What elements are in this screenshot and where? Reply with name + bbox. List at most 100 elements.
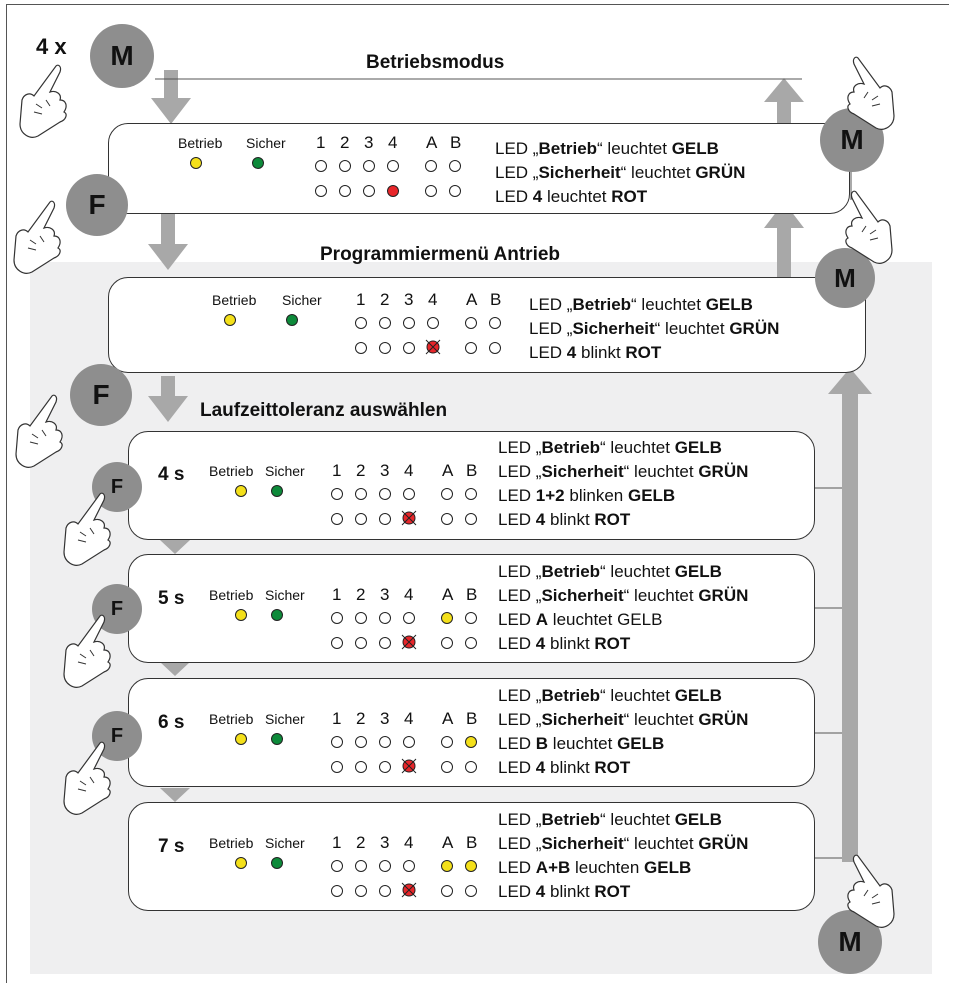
led-number-1: 1 — [316, 133, 326, 152]
led-3-row1 — [379, 488, 391, 500]
option-6-desc-line-3: LED B leuchtet GELB — [498, 734, 665, 753]
led-a-row2 — [441, 761, 453, 773]
option-5-desc-line-4: LED 4 blinkt ROT — [498, 634, 631, 653]
led-2-row1 — [339, 160, 351, 172]
led-2-row1 — [355, 860, 367, 872]
led-a-row2 — [441, 637, 453, 649]
led-1-row2 — [355, 342, 367, 354]
option-6-desc-line-4: LED 4 blinkt ROT — [498, 758, 631, 777]
program-title: Programmiermenü Antrieb — [320, 244, 561, 265]
mode-desc-line-2: LED „Sicherheit“ leuchtet GRÜN — [495, 163, 746, 182]
led-4-row1 — [403, 860, 415, 872]
program-desc-line-2: LED „Sicherheit“ leuchtet GRÜN — [529, 319, 780, 338]
label-betrieb: Betrieb — [209, 587, 254, 603]
led-1-row2 — [315, 185, 327, 197]
label-betrieb: Betrieb — [209, 711, 254, 727]
led-sicher-green — [271, 733, 283, 745]
led-2-row2 — [355, 637, 367, 649]
f-button-option-3[interactable]: F — [92, 711, 142, 761]
led-letter-b: B — [466, 461, 478, 480]
option-5-desc-line-2: LED „Sicherheit“ leuchtet GRÜN — [498, 586, 749, 605]
led-number-4: 4 — [404, 833, 414, 852]
led-1-row2 — [331, 513, 343, 525]
label-sicher: Sicher — [265, 711, 305, 727]
led-1-row2 — [331, 637, 343, 649]
mode-box — [108, 123, 850, 214]
led-letter-b: B — [490, 290, 502, 309]
led-number-2: 2 — [356, 709, 366, 728]
led-letter-b: B — [466, 585, 478, 604]
option-seconds-6: 6 s — [158, 712, 185, 733]
led-b-row2 — [465, 513, 477, 525]
label-sicher: Sicher — [265, 463, 305, 479]
option-5-desc-line-3: LED A leuchtet GELB — [498, 610, 663, 629]
led-4-row2 — [387, 185, 399, 197]
led-1-row1 — [331, 860, 343, 872]
led-a-row1 — [441, 488, 453, 500]
led-sicher-green — [252, 157, 264, 169]
label-betrieb: Betrieb — [212, 292, 257, 308]
led-2-row1 — [379, 317, 391, 329]
option-7-desc-line-3: LED A+B leuchten GELB — [498, 858, 692, 877]
f-button-mode[interactable]: F — [66, 174, 128, 236]
f-button-program[interactable]: F — [70, 364, 132, 426]
led-b-row1 — [449, 160, 461, 172]
led-number-1: 1 — [356, 290, 366, 309]
led-b-row2 — [489, 342, 501, 354]
led-letter-a: A — [442, 709, 454, 728]
led-3-row1 — [379, 860, 391, 872]
led-2-row1 — [355, 488, 367, 500]
option-7-desc-line-2: LED „Sicherheit“ leuchtet GRÜN — [498, 834, 749, 853]
led-b-row2 — [465, 885, 477, 897]
led-4-row1 — [403, 612, 415, 624]
option-4-desc-line-2: LED „Sicherheit“ leuchtet GRÜN — [498, 462, 749, 481]
led-4-row1 — [427, 317, 439, 329]
m-button-bottom[interactable]: M — [818, 910, 882, 974]
pointing-hand-icon — [15, 394, 63, 468]
option-7-desc-line-4: LED 4 blinkt ROT — [498, 882, 631, 901]
m-button-program[interactable]: M — [815, 248, 875, 308]
led-number-4: 4 — [404, 585, 414, 604]
led-letter-b: B — [466, 709, 478, 728]
led-1-row2 — [331, 761, 343, 773]
led-sicher-green — [271, 485, 283, 497]
led-4-row1 — [387, 160, 399, 172]
led-betrieb-yellow — [224, 314, 236, 326]
led-number-4: 4 — [388, 133, 398, 152]
program-box — [108, 277, 866, 373]
led-sicher-green — [271, 857, 283, 869]
option-seconds-5: 5 s — [158, 588, 185, 609]
led-3-row2 — [379, 885, 391, 897]
pointing-hand-icon — [63, 741, 111, 815]
led-2-row2 — [355, 761, 367, 773]
led-3-row2 — [363, 185, 375, 197]
label-sicher: Sicher — [265, 835, 305, 851]
led-2-row2 — [355, 885, 367, 897]
pointing-hand-icon — [63, 614, 111, 688]
led-number-2: 2 — [356, 461, 366, 480]
m-button-top[interactable]: M — [90, 24, 154, 88]
led-2-row2 — [379, 342, 391, 354]
led-3-row2 — [379, 513, 391, 525]
pointing-hand-icon — [845, 190, 893, 264]
led-2-row1 — [355, 612, 367, 624]
option-4-desc-line-3: LED 1+2 blinken GELB — [498, 486, 676, 505]
repeat-label: 4 x — [36, 34, 67, 59]
tolerance-title: Laufzeittoleranz auswählen — [200, 400, 448, 421]
led-betrieb-yellow — [235, 485, 247, 497]
led-letter-a: A — [442, 461, 454, 480]
led-a-row2 — [441, 513, 453, 525]
led-1-row2 — [331, 885, 343, 897]
led-a-row2 — [465, 342, 477, 354]
led-b-row2 — [449, 185, 461, 197]
led-letter-a: A — [442, 833, 454, 852]
led-number-3: 3 — [364, 133, 374, 152]
program-desc-line-3: LED 4 blinkt ROT — [529, 343, 662, 362]
led-4-blinking-red — [401, 634, 417, 650]
label-betrieb: Betrieb — [178, 135, 223, 151]
led-a-row1 — [465, 317, 477, 329]
led-4-row1 — [403, 488, 415, 500]
led-3-row2 — [379, 637, 391, 649]
led-number-3: 3 — [380, 585, 390, 604]
led-2-row1 — [355, 736, 367, 748]
